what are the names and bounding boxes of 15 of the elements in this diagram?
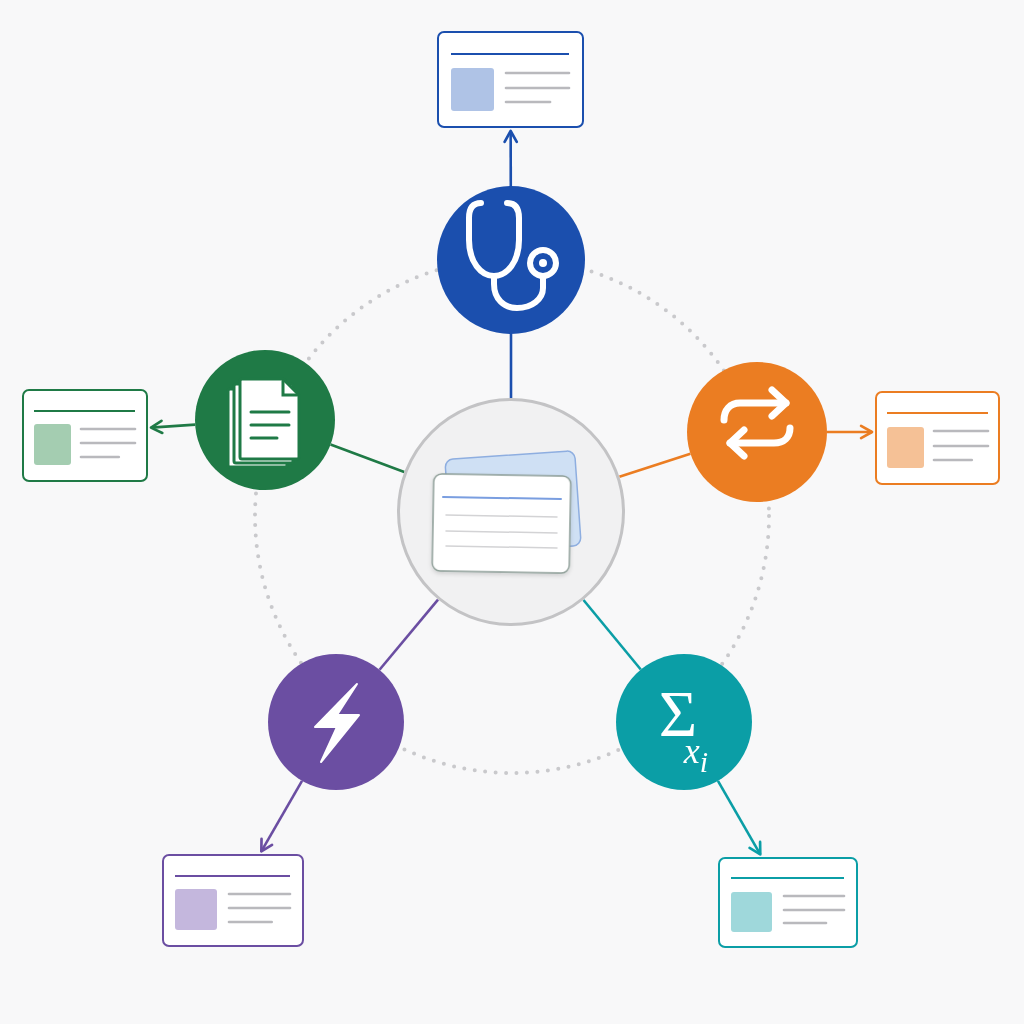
connector-line: [509, 334, 513, 398]
info-card: [875, 391, 1000, 485]
connector-line: [330, 443, 405, 474]
info-card: [718, 857, 858, 948]
arrow: [503, 129, 519, 186]
info-card: [22, 389, 148, 482]
arrow: [260, 780, 304, 853]
arrow: [827, 424, 874, 440]
arrow: [716, 780, 762, 856]
connector-line: [378, 598, 439, 671]
info-card: [437, 31, 584, 128]
arrow: [149, 419, 196, 435]
info-card: [162, 854, 304, 947]
connector-line: [582, 599, 642, 671]
connector-line: [619, 452, 691, 478]
